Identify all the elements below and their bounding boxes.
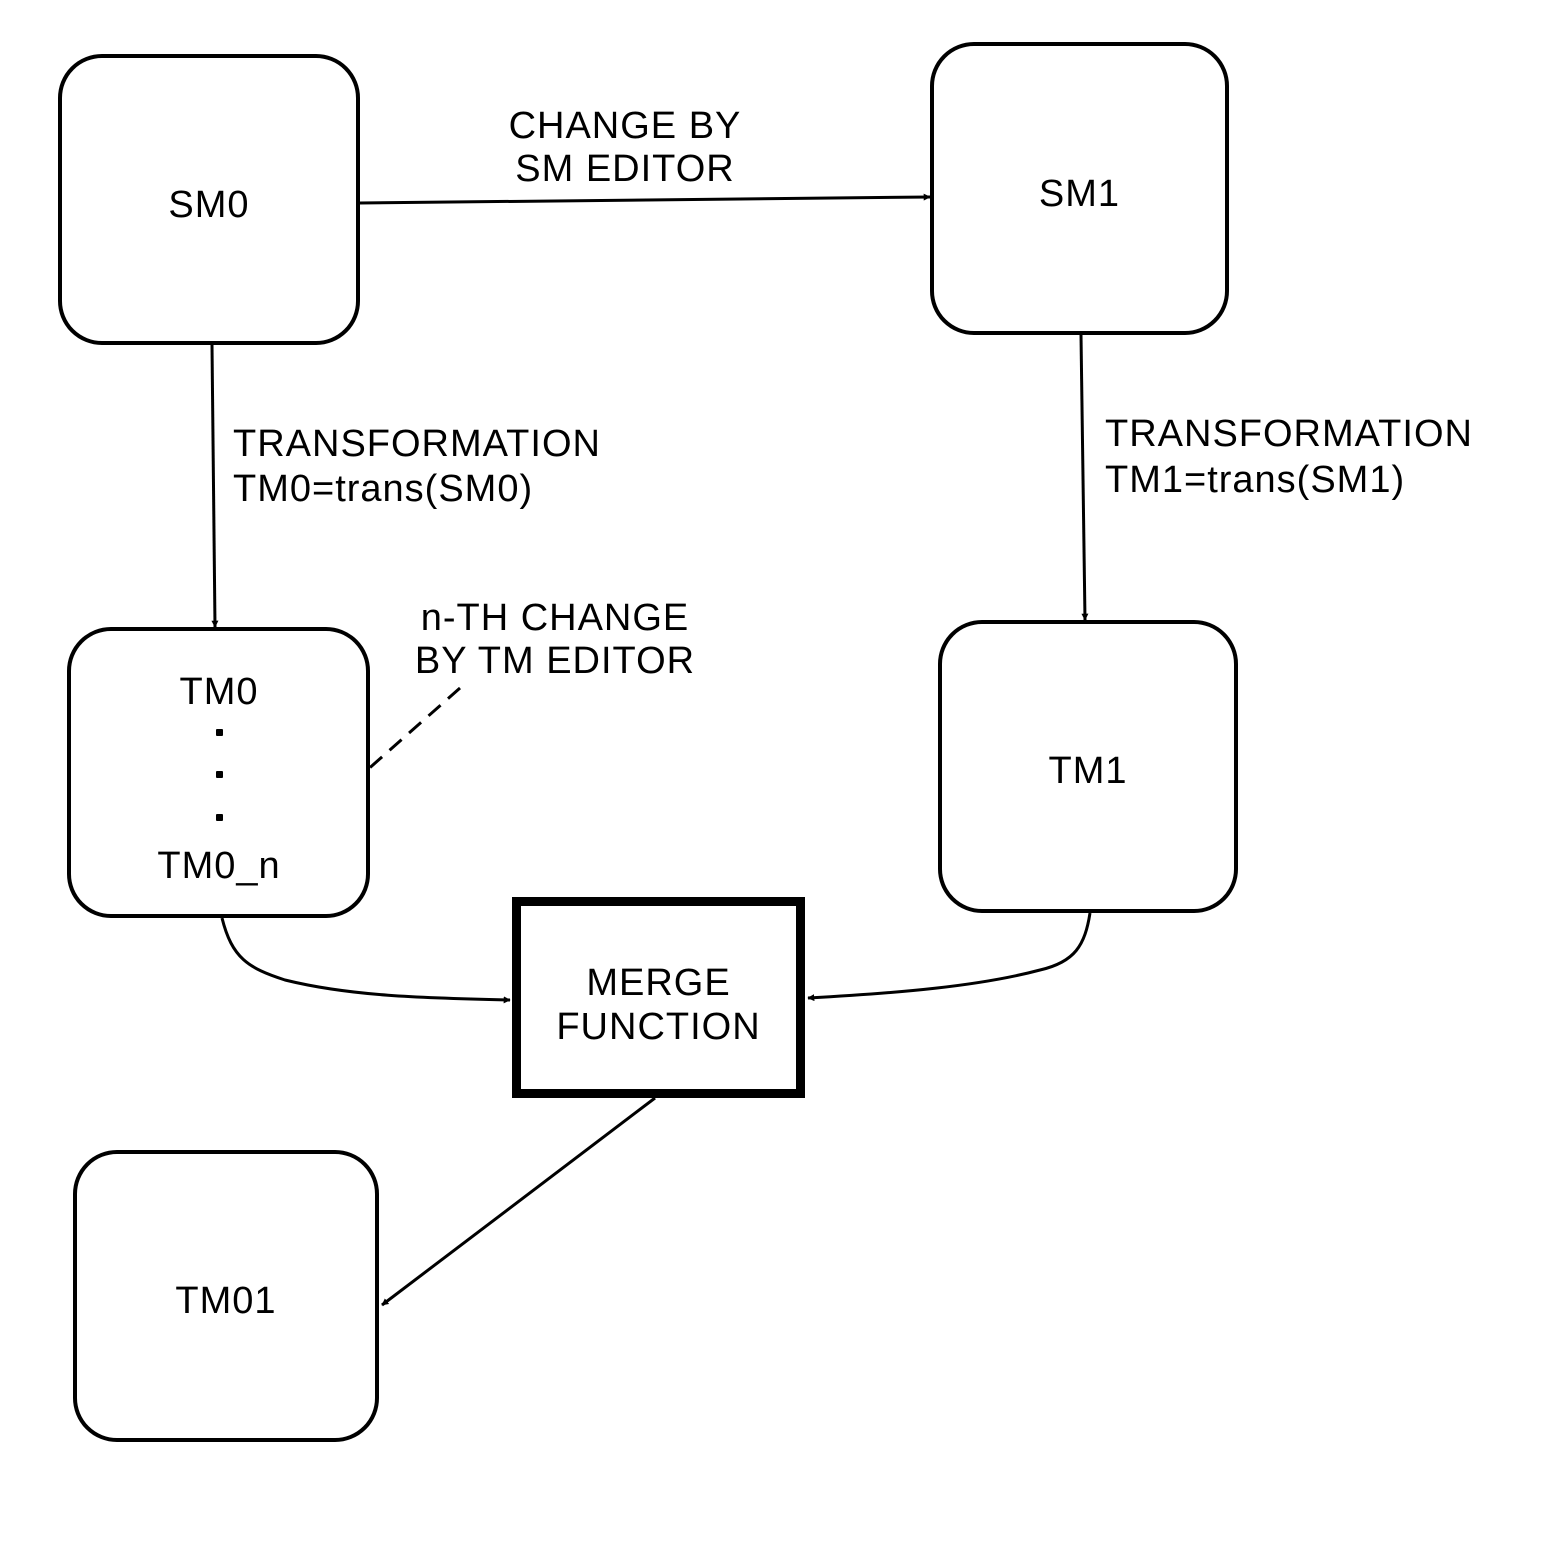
- node-merge-label-line2: FUNCTION: [556, 1006, 761, 1048]
- edge-label-transform-right-line2: TM1=trans(SM1): [1105, 459, 1406, 501]
- ellipsis-dot: [216, 814, 223, 821]
- arrow-sm0-to-sm1: [359, 193, 931, 205]
- ellipsis-dot: [216, 771, 223, 778]
- arrow-sm0-to-tm0: [210, 344, 219, 628]
- node-tm01-label: TM01: [175, 1280, 277, 1322]
- node-merge-label-line1: MERGE: [586, 962, 731, 1004]
- arrow-merge-to-tm01: [381, 1096, 656, 1307]
- ellipsis-dot: [216, 729, 223, 736]
- node-sm1-label: SM1: [1038, 173, 1121, 215]
- edge-label-tm-change-line2: BY TM EDITOR: [414, 640, 696, 682]
- edge-label-transform-left-line2: TM0=trans(SM0): [233, 468, 534, 510]
- node-sm0-label: SM0: [168, 184, 250, 226]
- arrow-tm0-to-merge: [220, 917, 511, 1004]
- node-tm1: TM1: [938, 620, 1238, 913]
- node-tm01: TM01: [73, 1150, 379, 1442]
- node-tm0-n-label: TM0_n: [157, 845, 281, 887]
- arrow-tm1-to-merge: [807, 912, 1092, 1002]
- edge-label-transform-left-line1: TRANSFORMATION: [233, 423, 601, 465]
- node-merge-function: MERGE FUNCTION: [512, 897, 805, 1098]
- node-tm1-label: TM1: [1048, 750, 1128, 792]
- node-sm1: SM1: [930, 42, 1229, 335]
- edge-label-sm-change-line1: CHANGE BY: [508, 105, 742, 147]
- edge-label-tm-change-line1: n-TH CHANGE: [420, 597, 690, 639]
- edge-label-sm-change-line2: SM EDITOR: [515, 148, 735, 190]
- arrow-sm1-to-tm1: [1079, 334, 1089, 621]
- node-sm0: SM0: [58, 54, 360, 345]
- node-tm0-label: TM0: [179, 671, 259, 713]
- edge-label-transform-right-line1: TRANSFORMATION: [1105, 413, 1473, 455]
- node-tm0: TM0 TM0_n: [67, 627, 370, 918]
